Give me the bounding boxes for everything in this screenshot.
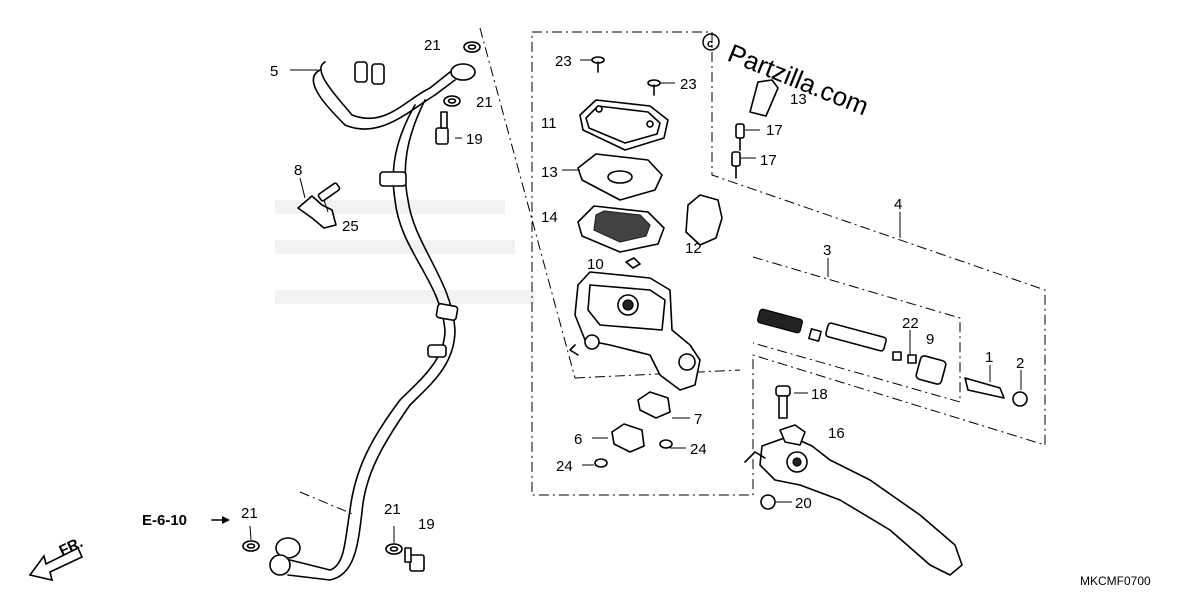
reference-arrow-icon bbox=[222, 516, 230, 524]
lever-holder bbox=[685, 79, 779, 246]
callout-8: 8 bbox=[294, 162, 302, 179]
reservoir-cap bbox=[579, 99, 669, 151]
callout-17: 17 bbox=[760, 152, 777, 169]
cap-screws bbox=[591, 56, 661, 96]
callout-13: 13 bbox=[541, 164, 558, 181]
clutch-lever bbox=[744, 424, 963, 576]
callout-19: 19 bbox=[466, 131, 483, 148]
reservoir-plate bbox=[577, 153, 663, 201]
callout-11: 11 bbox=[541, 115, 557, 132]
watermark-text: Partzilla.com bbox=[724, 38, 873, 122]
callout-21: 21 bbox=[424, 37, 441, 54]
callout-24: 24 bbox=[556, 458, 573, 475]
hose-bracket bbox=[297, 182, 341, 229]
group-outlines bbox=[299, 27, 1046, 516]
reservoir-plate-10 bbox=[625, 257, 641, 269]
watermark: c Partzilla.com bbox=[702, 33, 873, 122]
callout-23: 23 bbox=[680, 76, 697, 93]
front-direction-arrow: FR. bbox=[28, 534, 86, 582]
callout-10: 10 bbox=[587, 256, 604, 273]
callout-4: 4 bbox=[894, 196, 902, 213]
callout-6: 6 bbox=[574, 431, 582, 448]
callout-21: 21 bbox=[241, 505, 258, 522]
callout-20: 20 bbox=[795, 495, 812, 512]
callout-3: 3 bbox=[823, 242, 831, 259]
callout-16: 16 bbox=[828, 425, 845, 442]
callout-9: 9 bbox=[926, 331, 934, 348]
copyright-icon: c bbox=[707, 38, 713, 50]
diaphragm bbox=[577, 205, 665, 253]
banjo-bolts bbox=[404, 111, 449, 572]
callout-7: 7 bbox=[694, 411, 702, 428]
washers bbox=[242, 41, 481, 555]
callout-13: 13 bbox=[790, 91, 807, 108]
callout-24: 24 bbox=[690, 441, 707, 458]
switch-screws bbox=[594, 439, 673, 468]
brake-hose bbox=[269, 61, 476, 581]
pivot-nut bbox=[760, 494, 776, 510]
diagram-code: MKCMF0700 bbox=[1080, 574, 1151, 588]
callout-18: 18 bbox=[811, 386, 828, 403]
callout-1: 1 bbox=[985, 349, 993, 366]
pushrod bbox=[964, 377, 1028, 407]
pivot-bolt bbox=[775, 385, 791, 419]
callout-12: 12 bbox=[685, 240, 702, 257]
callout-22: 22 bbox=[902, 315, 919, 332]
callout-21: 21 bbox=[384, 501, 401, 518]
callout-17: 17 bbox=[766, 122, 783, 139]
callout-19: 19 bbox=[418, 516, 435, 533]
callout-2: 2 bbox=[1016, 355, 1024, 372]
cross-reference-label: E-6-10 bbox=[142, 512, 187, 529]
switches bbox=[611, 391, 671, 453]
master-cylinder-body bbox=[569, 271, 701, 391]
leader-lines bbox=[249, 59, 1022, 543]
callout-14: 14 bbox=[541, 209, 558, 226]
callout-5: 5 bbox=[270, 63, 278, 80]
callout-labels: 5 21 21 19 8 25 23 23 11 13 14 10 12 13 … bbox=[241, 37, 1024, 533]
callout-25: 25 bbox=[342, 218, 359, 235]
piston-set bbox=[757, 308, 947, 385]
callout-23: 23 bbox=[555, 53, 572, 70]
callout-21: 21 bbox=[476, 94, 493, 111]
